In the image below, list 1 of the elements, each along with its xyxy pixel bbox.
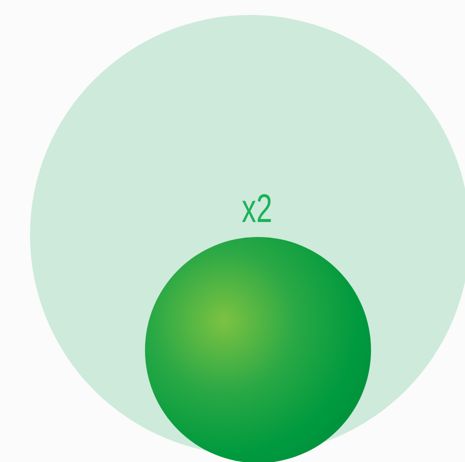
multiplier-label: x2 [242, 187, 272, 231]
